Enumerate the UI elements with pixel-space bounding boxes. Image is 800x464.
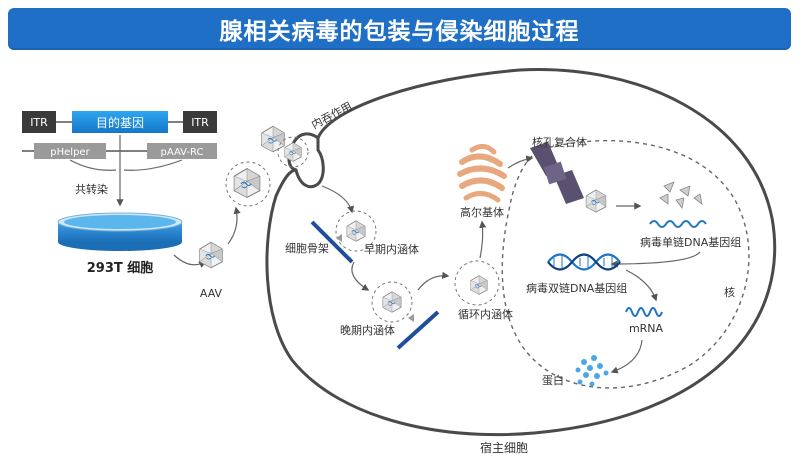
protein-dots-icon xyxy=(575,355,609,387)
phelper-label: pHelper xyxy=(50,147,90,158)
protein-label: 蛋白 xyxy=(542,373,564,387)
nucleus-envelope xyxy=(501,139,750,389)
paav-rc-label: pAAV-RC xyxy=(161,147,204,158)
npc-label: 核孔复合体 xyxy=(532,135,587,149)
phelper-box xyxy=(34,143,106,159)
recycling-endosome-label: 循环内涵体 xyxy=(458,307,513,321)
mrna-label: mRNA xyxy=(629,322,664,335)
cytoskeleton-label: 细胞骨架 xyxy=(285,242,329,255)
capsid-fragments-icon xyxy=(659,181,703,209)
itr-left-label: ITR xyxy=(30,116,48,129)
paav-rc-box xyxy=(147,143,217,159)
itr-right-label: ITR xyxy=(191,116,209,129)
goi-label: 目的基因 xyxy=(96,115,144,130)
dsdna-helix-icon xyxy=(547,253,621,271)
page-title: 腺相关病毒的包装与侵染细胞过程 xyxy=(219,19,580,45)
aav-capsid-icon xyxy=(233,167,261,199)
goi-box xyxy=(72,111,168,133)
golgi-icon xyxy=(457,144,507,203)
ds-genome-label: 病毒双链DNA基因组 xyxy=(526,281,627,295)
host-cell-label: 宿主细胞 xyxy=(480,440,528,455)
nucleus-label: 核 xyxy=(724,285,735,299)
golgi-label: 高尔基体 xyxy=(460,205,504,219)
cytoskeleton-filament xyxy=(310,220,354,264)
aav-capsid-icon xyxy=(199,241,223,269)
itr-left-box xyxy=(22,111,56,133)
nuclear-pore-icon xyxy=(530,142,584,204)
mrna-icon xyxy=(625,307,663,317)
title-banner: 腺相关病毒的包装与侵染细胞过程 xyxy=(8,8,791,50)
culture-dish xyxy=(57,212,183,251)
cytoskeleton-filament xyxy=(396,310,440,350)
aav-capsid-icon xyxy=(261,125,285,153)
late-endosome-label: 晚期内涵体 xyxy=(340,323,395,337)
aav-capsid-icon xyxy=(284,142,302,162)
cell-293t-label: 293T 细胞 xyxy=(87,260,154,276)
aav-label: AAV xyxy=(200,287,223,300)
cotransfect-label: 共转染 xyxy=(75,182,108,196)
ss-genome-label: 病毒单链DNA基因组 xyxy=(640,235,741,249)
ssdna-icon xyxy=(649,220,707,228)
itr-right-box xyxy=(183,111,217,133)
early-endosome-label: 早期内涵体 xyxy=(364,242,419,256)
